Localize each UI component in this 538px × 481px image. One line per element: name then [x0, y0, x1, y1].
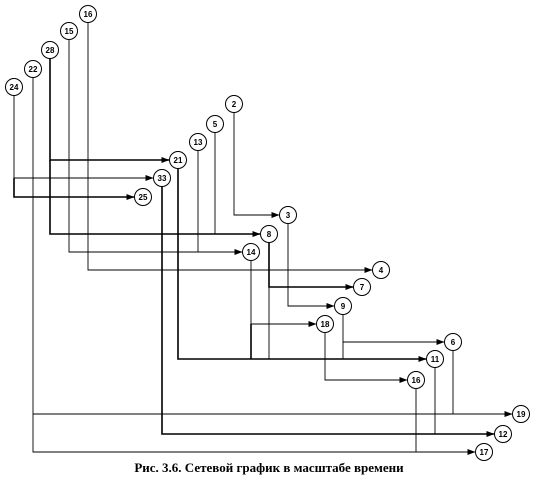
- activity-arrow: [49, 160, 261, 237]
- event-node-label: 13: [194, 138, 203, 147]
- event-node-13: [189, 133, 207, 151]
- event-node-label: 4: [379, 266, 384, 275]
- activity-arrow: [161, 187, 495, 437]
- event-node-label: 8: [267, 230, 272, 239]
- event-node-18: [316, 315, 334, 333]
- event-node-label: 2: [232, 100, 237, 109]
- event-node-11: [426, 350, 444, 368]
- event-node-19: [512, 405, 530, 423]
- event-node-12: [494, 425, 512, 443]
- event-node-16: [407, 371, 425, 389]
- activity-arrow: [324, 333, 408, 383]
- activity-arrow: [342, 315, 445, 345]
- activity-arrow: [13, 96, 154, 181]
- event-node-7: [353, 278, 371, 296]
- event-node-label: 6: [451, 338, 456, 347]
- activity-arrow: [49, 59, 170, 163]
- event-node-label: 19: [517, 410, 526, 419]
- event-node-label: 24: [10, 83, 19, 92]
- event-node-label: 5: [213, 120, 218, 129]
- event-node-label: 33: [158, 174, 167, 183]
- event-node-8: [260, 225, 278, 243]
- event-node-6: [444, 333, 462, 351]
- event-node-label: 16: [84, 10, 93, 19]
- event-node-label: 17: [480, 448, 489, 457]
- event-node-15: [60, 22, 78, 40]
- event-node-label: 15: [65, 27, 74, 36]
- event-node-label: 28: [46, 46, 55, 55]
- event-node-label: 3: [286, 211, 291, 220]
- event-node-14: [242, 243, 260, 261]
- activity-arrows: [13, 23, 513, 455]
- figure-caption: Рис. 3.6. Сетевой график в масштабе врем…: [134, 460, 404, 475]
- event-node-4: [372, 261, 390, 279]
- activity-arrow: [268, 243, 354, 290]
- event-node-9: [334, 297, 352, 315]
- event-node-label: 16: [412, 376, 421, 385]
- event-node-24: [5, 78, 23, 96]
- event-node-label: 11: [431, 355, 440, 364]
- activity-arrow: [13, 178, 135, 200]
- event-node-17: [475, 443, 493, 461]
- activity-arrow: [233, 113, 280, 218]
- event-node-label: 18: [321, 320, 330, 329]
- activity-arrow: [87, 23, 373, 273]
- event-node-2: [225, 95, 243, 113]
- event-node-label: 21: [174, 156, 183, 165]
- event-node-21: [169, 151, 187, 169]
- event-node-28: [41, 41, 59, 59]
- event-node-25: [134, 188, 152, 206]
- activity-arrow: [32, 78, 476, 455]
- event-node-label: 7: [360, 283, 365, 292]
- event-node-33: [153, 169, 171, 187]
- activity-arrow: [68, 40, 243, 255]
- event-node-label: 22: [29, 65, 38, 74]
- event-node-label: 12: [499, 430, 508, 439]
- event-node-16: [79, 5, 97, 23]
- event-node-22: [24, 60, 42, 78]
- event-node-label: 9: [341, 302, 346, 311]
- event-node-label: 25: [139, 193, 148, 202]
- event-node-5: [206, 115, 224, 133]
- event-node-3: [279, 206, 297, 224]
- activity-arrow: [287, 224, 335, 309]
- event-node-label: 14: [247, 248, 256, 257]
